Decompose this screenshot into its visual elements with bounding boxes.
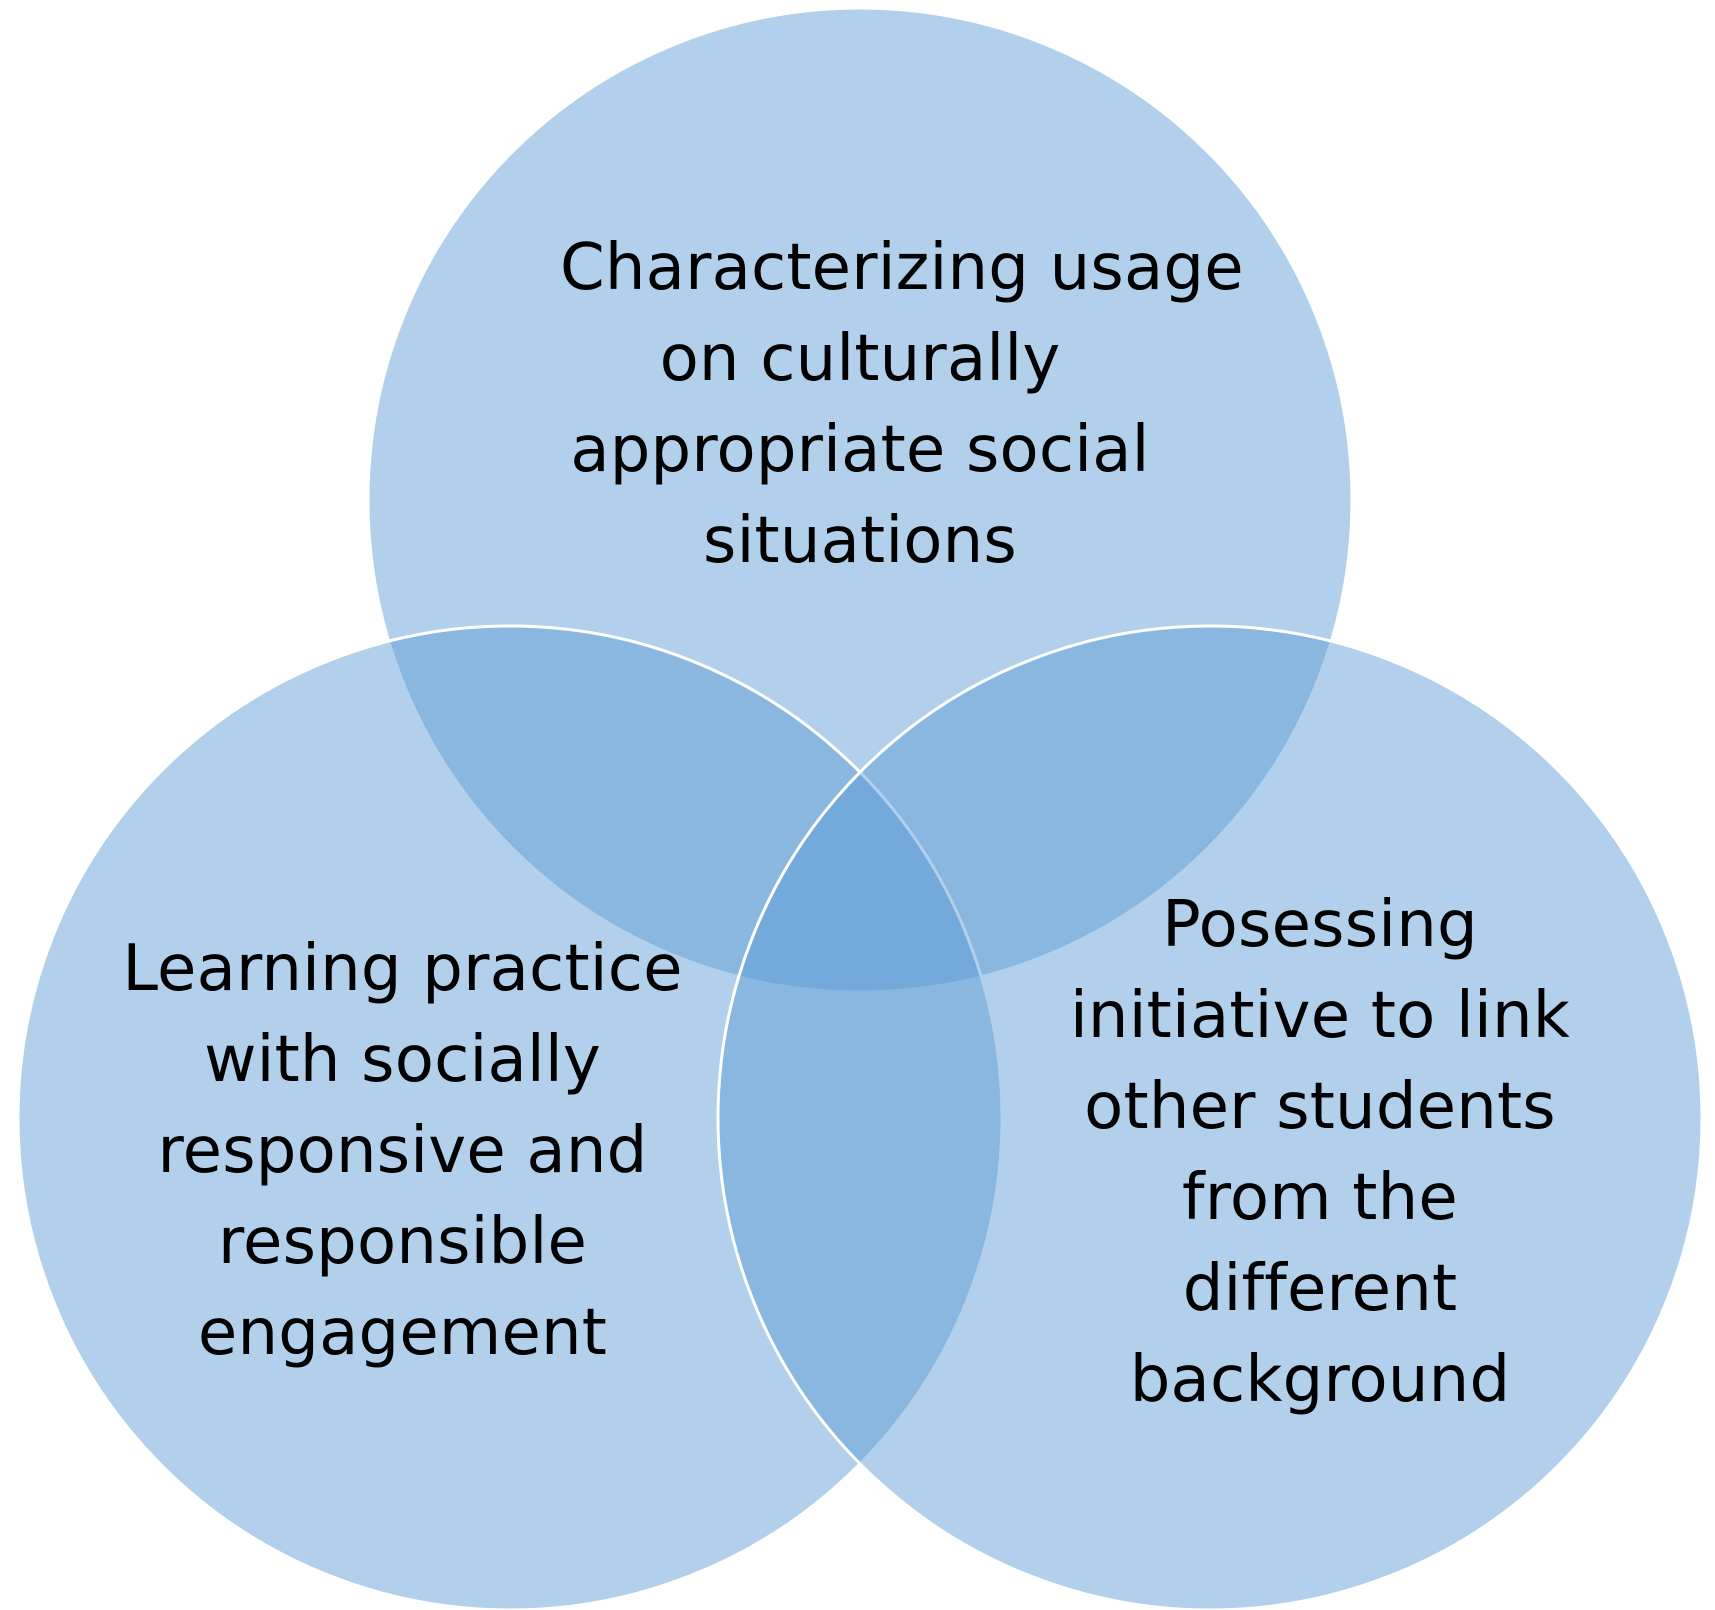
set-label-line: engagement <box>197 1296 608 1370</box>
venn-circle-left <box>16 624 1004 1610</box>
venn-circle-top <box>366 6 1354 994</box>
set-label-line: Learning practice <box>122 932 683 1006</box>
set-label-line: Characterizing usage <box>560 231 1244 305</box>
set-label-line: different <box>1182 1252 1458 1326</box>
set-label-line: background <box>1129 1343 1511 1417</box>
set-label-line: on culturally <box>659 322 1061 396</box>
set-label-line: situations <box>703 504 1017 578</box>
venn-circle-right <box>716 624 1704 1610</box>
set-label-line: initiative to link <box>1069 979 1571 1053</box>
set-label-left: Learning practice with socially responsi… <box>90 924 715 1379</box>
set-label-line: responsible <box>217 1205 588 1279</box>
set-label-line: from the <box>1182 1161 1458 1235</box>
set-label-line: appropriate social <box>570 413 1150 487</box>
set-label-line: responsive and <box>157 1114 648 1188</box>
set-label-top: Characterizing usage on culturally appro… <box>560 223 1244 587</box>
set-label-right: Posessing initiative to link other stude… <box>1050 880 1590 1426</box>
set-label-line: with socially <box>204 1023 601 1097</box>
set-label-line: Posessing <box>1162 888 1478 962</box>
set-label-line: other students <box>1084 1070 1556 1144</box>
